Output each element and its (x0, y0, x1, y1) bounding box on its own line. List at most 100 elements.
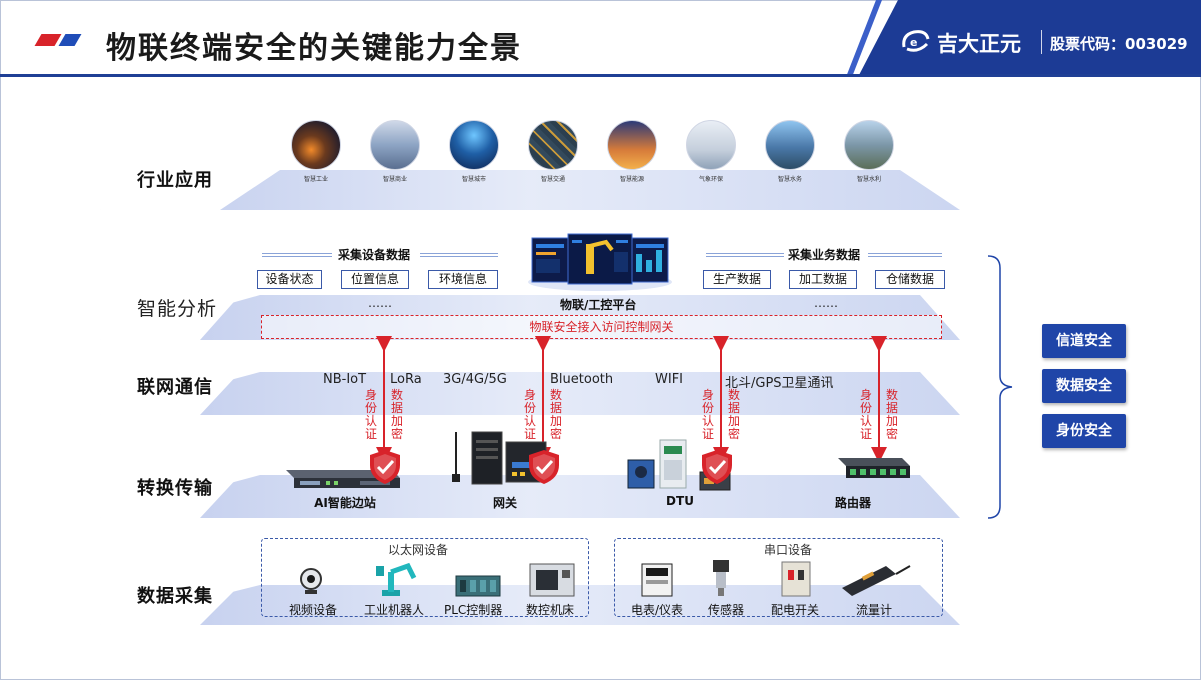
protocol-lora: LoRa (390, 372, 422, 387)
logo-separator (1041, 30, 1042, 54)
power-switch-icon (781, 561, 811, 597)
plate-industry (100, 170, 960, 210)
industry-app[interactable]: 智慧商业 (367, 120, 423, 183)
industry-app-label: 智慧商业 (382, 176, 407, 183)
industry-app-image (370, 120, 420, 170)
industry-app-label: 智慧城市 (461, 176, 486, 183)
collect-label-sensor: 传感器 (708, 603, 745, 617)
industry-app[interactable]: 智慧交通 (525, 120, 581, 183)
badge-identity-security: 身份安全 (1042, 414, 1126, 448)
data-item-environment: 环境信息 (428, 270, 498, 289)
industry-app[interactable]: 智慧水利 (841, 120, 897, 183)
page-title: 物联终端安全的关键能力全景 (106, 31, 522, 66)
protocol-wifi: WIFI (655, 372, 683, 387)
industry-app-image (449, 120, 499, 170)
ethernet-device-group (261, 538, 589, 617)
plate-analysis-left (100, 295, 240, 340)
industry-app-image (528, 120, 578, 170)
right-title-rule-r (868, 253, 942, 257)
industry-app-label: 智慧水利 (856, 176, 881, 183)
layer-label-analysis: 智能分析 (137, 298, 218, 320)
industry-app-image (607, 120, 657, 170)
encrypt-text-4: 数据加密 (885, 388, 898, 441)
industry-app-label: 智慧工业 (303, 176, 328, 183)
industrial-robot-icon (376, 562, 417, 596)
shield-check-icon (529, 450, 559, 484)
left-title-rule-r (420, 253, 498, 257)
collect-label-switch: 配电开关 (771, 603, 820, 617)
right-title-rule-l (706, 253, 784, 257)
industry-app[interactable]: 智慧城市 (446, 120, 502, 183)
left-section-title: 采集设备数据 (338, 248, 411, 262)
protocol-beidou-gps: 北斗/GPS卫星通讯 (725, 376, 834, 391)
right-ellipsis: …… (814, 296, 838, 310)
access-control-gateway-label: 物联安全接入访问控制网关 (529, 320, 674, 334)
layer-label-network: 联网通信 (137, 377, 213, 398)
device-label-ai-edge: AI智能边站 (314, 496, 376, 510)
device-label-dtu: DTU (666, 494, 694, 508)
header-underline (0, 74, 1201, 77)
auth-text-3: 身份认证 (701, 388, 714, 441)
plate-collection-left (100, 585, 240, 625)
data-item-device-status: 设备状态 (257, 270, 322, 289)
router-image (838, 458, 910, 478)
device-label-router: 路由器 (834, 496, 871, 510)
plate-transmission-left (100, 475, 240, 518)
collect-label-plc: PLC控制器 (444, 603, 503, 617)
industry-app-image (686, 120, 736, 170)
header: 物联终端安全的关键能力全景 e 吉大正元 股票代码：003029 (0, 0, 1201, 80)
access-control-gateway: 物联安全接入访问控制网关 (261, 315, 942, 339)
industry-app[interactable]: 气象环保 (683, 120, 739, 183)
platform-label: 物联/工控平台 (560, 298, 637, 312)
data-item-location: 位置信息 (341, 270, 409, 289)
industry-app-label: 智慧水务 (777, 176, 802, 183)
electric-meter-icon (641, 563, 673, 597)
platform-dashboard-image (528, 233, 672, 291)
industry-app-label: 智慧能源 (619, 176, 644, 183)
video-camera-icon (300, 568, 322, 594)
serial-group-title: 串口设备 (764, 543, 813, 557)
industry-app[interactable]: 智慧水务 (762, 120, 818, 183)
industry-app[interactable]: 智慧能源 (604, 120, 660, 183)
cnc-machine-icon (529, 563, 575, 597)
industry-app-label: 智慧交通 (540, 176, 565, 183)
protocol-nbiot: NB-IoT (323, 372, 367, 387)
data-item-processing: 加工数据 (789, 270, 857, 289)
layer-label-industry: 行业应用 (137, 170, 213, 191)
ethernet-group-title: 以太网设备 (388, 543, 449, 557)
collect-label-robot: 工业机器人 (364, 603, 425, 617)
protocol-bluetooth: Bluetooth (550, 372, 614, 387)
plc-controller-icon (455, 575, 501, 597)
auth-text-1: 身份认证 (364, 388, 377, 441)
industry-app-label: 气象环保 (698, 176, 723, 183)
plate-industry-left (100, 170, 280, 210)
plate-network (100, 372, 960, 415)
company-logo-icon: e (902, 30, 930, 52)
flow-meter-icon (842, 565, 911, 596)
left-title-rule-l (262, 253, 332, 257)
encrypt-text-1: 数据加密 (390, 388, 403, 441)
auth-text-4: 身份认证 (859, 388, 872, 441)
layer-label-collection: 数据采集 (137, 586, 213, 607)
collect-label-meter: 电表/仪表 (631, 603, 684, 617)
data-item-production: 生产数据 (703, 270, 771, 289)
right-section-title: 采集业务数据 (788, 248, 861, 262)
badge-data-security: 数据安全 (1042, 369, 1126, 403)
industry-app-image (844, 120, 894, 170)
industry-app[interactable]: 智慧工业 (288, 120, 344, 183)
device-label-gateway: 网关 (492, 496, 517, 510)
collect-label-video: 视频设备 (289, 603, 338, 617)
serial-device-group (614, 538, 943, 617)
collect-label-flow: 流量计 (856, 603, 893, 617)
badge-channel-security: 信道安全 (1042, 324, 1126, 358)
company-logo-text: 吉大正元 (937, 32, 1021, 56)
layer-label-transmission: 转换传输 (137, 478, 213, 499)
collect-label-cnc: 数控机床 (526, 603, 575, 617)
shield-check-icon (702, 450, 732, 484)
industry-app-image (765, 120, 815, 170)
protocol-cellular: 3G/4G/5G (443, 372, 507, 387)
svg-text:e: e (910, 36, 917, 49)
